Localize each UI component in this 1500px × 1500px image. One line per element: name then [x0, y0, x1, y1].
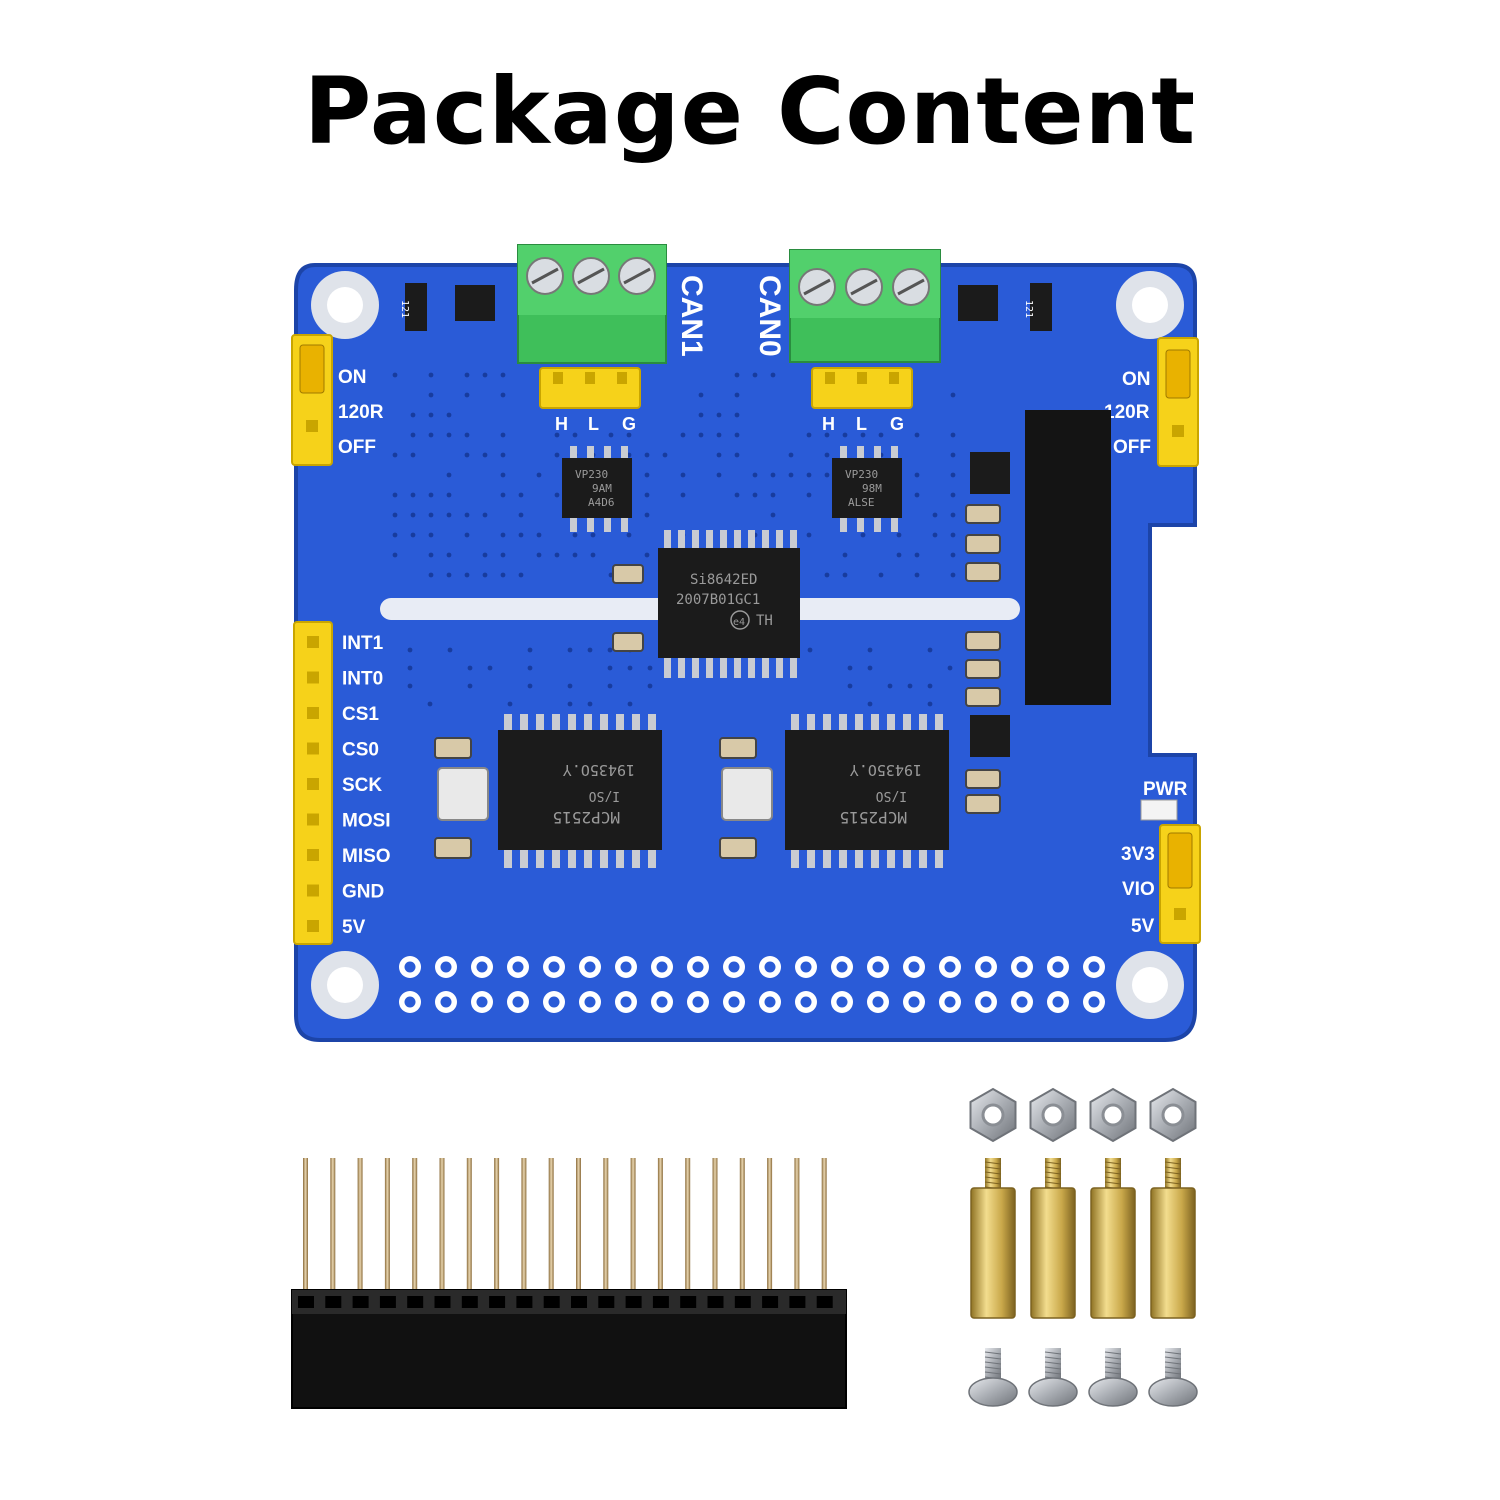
transistor-top-right [958, 285, 998, 321]
can0-pin-h: H [822, 414, 835, 434]
screws [969, 1348, 1197, 1406]
svg-text:VP230: VP230 [845, 468, 878, 481]
header-pin [740, 1158, 745, 1292]
header-pin [576, 1158, 581, 1292]
controller-right-chip: MCP2515 I/SO 19435O.Y [785, 714, 949, 868]
transistor-top-left [455, 285, 495, 321]
power-3v3-label: 3V3 [1121, 844, 1155, 865]
crystal-right [722, 768, 772, 820]
svg-text:121: 121 [399, 300, 410, 318]
brass-standoff [971, 1158, 1015, 1318]
isolator-chip: Si8642ED 2007B01GC1 e4 TH [658, 530, 800, 678]
header-label-miso: MISO [342, 846, 391, 867]
machine-screw [969, 1348, 1017, 1406]
header-pin [658, 1158, 663, 1292]
spi-pin-header [294, 622, 332, 944]
machine-screw [1089, 1348, 1137, 1406]
brass-standoff [1091, 1158, 1135, 1318]
can1-pin-g: G [622, 414, 636, 434]
jumper-right-on: ON [1122, 369, 1151, 390]
svg-text:19435O.Y: 19435O.Y [850, 761, 922, 779]
machine-screw [1149, 1348, 1197, 1406]
can0-pin-header [812, 368, 912, 408]
jumper-right-off: OFF [1113, 437, 1151, 458]
header-pin [603, 1158, 608, 1292]
jumper-left-on: ON [338, 367, 367, 388]
header-pin [822, 1158, 827, 1292]
header-label-int0: INT0 [342, 669, 383, 690]
brass-standoff [1151, 1158, 1195, 1318]
svg-text:MCP2515: MCP2515 [553, 808, 620, 827]
header-pin [330, 1158, 335, 1292]
header-label-int1: INT1 [342, 633, 384, 654]
crystal-left [438, 768, 488, 820]
svg-text:19435O.Y: 19435O.Y [563, 761, 635, 779]
svg-text:121: 121 [1023, 300, 1034, 318]
brass-standoff [1031, 1158, 1075, 1318]
header-pin [303, 1158, 308, 1292]
terminal-can1 [518, 245, 666, 363]
svg-text:MCP2515: MCP2515 [840, 808, 907, 827]
isolated-power-module [1025, 410, 1111, 705]
can1-pin-header [540, 368, 640, 408]
can1-pin-h: H [555, 414, 568, 434]
termination-jumper-left [292, 335, 332, 465]
regulator-chip-2 [970, 715, 1010, 757]
power-5v-label: 5V [1131, 916, 1155, 937]
header-pin [631, 1158, 636, 1292]
svg-text:9AM: 9AM [592, 482, 612, 495]
header-pin [521, 1158, 526, 1292]
machine-screw [1029, 1348, 1077, 1406]
header-pin [440, 1158, 445, 1292]
regulator-chip [970, 452, 1010, 494]
header-pin [467, 1158, 472, 1292]
jumper-left-120r: 120R [338, 402, 384, 423]
header-label-gnd: GND [342, 882, 384, 903]
hex-nuts [971, 1089, 1196, 1141]
header-pin [412, 1158, 417, 1292]
svg-text:e4: e4 [733, 617, 745, 628]
header-pin [794, 1158, 799, 1292]
header-pin [358, 1158, 363, 1292]
can-hat-board: CAN1 CAN0 H L G H L G ON 120R OFF [292, 245, 1200, 1040]
header-pin [685, 1158, 690, 1292]
svg-text:ALSE: ALSE [848, 496, 875, 509]
header-pin [494, 1158, 499, 1292]
brass-standoffs [971, 1158, 1195, 1318]
svg-text:2007B01GC1: 2007B01GC1 [676, 592, 760, 608]
label-can0: CAN0 [753, 275, 786, 357]
termination-jumper-right [1158, 338, 1198, 466]
svg-text:TH: TH [756, 613, 773, 629]
header-label-cs0: CS0 [342, 740, 379, 761]
power-vio-label: VIO [1122, 879, 1155, 900]
can1-pin-l: L [588, 414, 599, 434]
header-pin [385, 1158, 390, 1292]
svg-text:VP230: VP230 [575, 468, 608, 481]
label-can1: CAN1 [675, 275, 708, 357]
can0-pin-g: G [890, 414, 904, 434]
stacking-pin-header [292, 1158, 846, 1408]
svg-text:I/SO: I/SO [589, 788, 620, 803]
header-pin [549, 1158, 554, 1292]
header-pin [713, 1158, 718, 1292]
controller-left-chip: MCP2515 I/SO 19435O.Y [498, 714, 662, 868]
header-label-mosi: MOSI [342, 811, 391, 832]
svg-text:I/SO: I/SO [876, 788, 907, 803]
header-pin [767, 1158, 772, 1292]
svg-text:98M: 98M [862, 482, 882, 495]
header-label-5v: 5V [342, 917, 366, 938]
can0-pin-l: L [856, 414, 867, 434]
jumper-left-off: OFF [338, 437, 376, 458]
terminal-can0 [790, 250, 940, 362]
header-label-cs1: CS1 [342, 704, 379, 725]
svg-text:A4D6: A4D6 [588, 496, 615, 509]
header-label-sck: SCK [342, 775, 382, 796]
pwr-led-label: PWR [1143, 779, 1188, 800]
svg-text:Si8642ED: Si8642ED [690, 572, 757, 588]
